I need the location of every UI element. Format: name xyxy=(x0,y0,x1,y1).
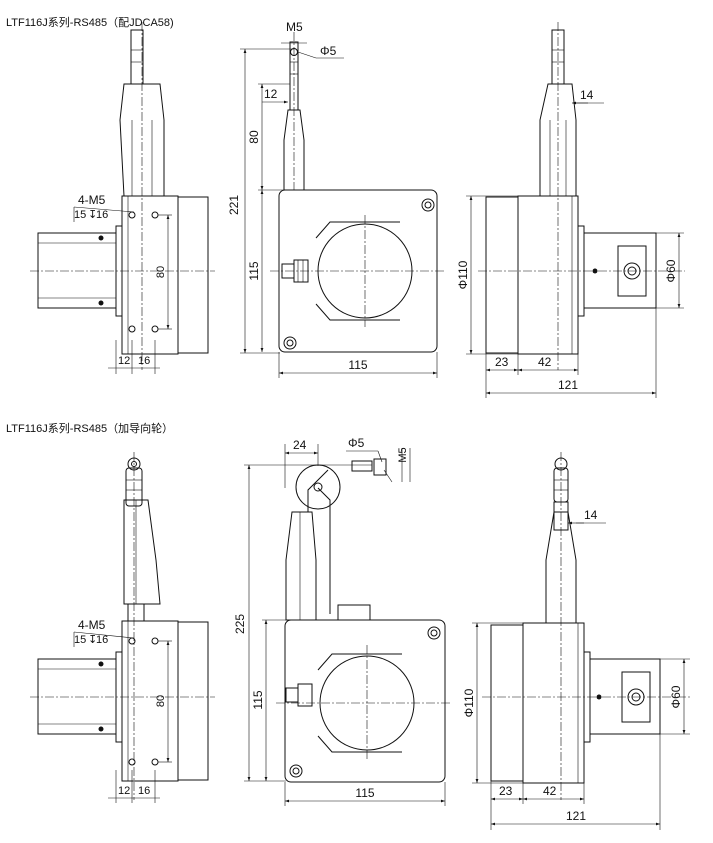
dim-121: 121 xyxy=(566,809,586,823)
bottom-front-view xyxy=(276,458,452,783)
bottom-front-dimensions: 24 Φ5 M5 225 115 115 xyxy=(233,436,446,806)
housing-side xyxy=(522,622,585,784)
dim-115-vertical: 115 xyxy=(247,261,261,280)
dim-115-vertical: 115 xyxy=(251,690,265,709)
dim-phi5: Φ5 xyxy=(320,44,337,58)
drawing-title-bottom: LTF116J系列-RS485（加导向轮） xyxy=(6,423,174,435)
dim-14: 14 xyxy=(580,88,594,102)
dim-phi5: Φ5 xyxy=(348,436,365,450)
screw-hole xyxy=(128,325,136,333)
cable-tube xyxy=(123,499,161,605)
screw-hole xyxy=(151,325,159,333)
encoder-body xyxy=(37,232,117,309)
dim-12: 12 xyxy=(118,355,130,367)
dim-42: 42 xyxy=(538,355,552,369)
dim-phi110: Φ110 xyxy=(462,688,476,717)
dim-m5: M5 xyxy=(286,20,303,34)
dim-121: 121 xyxy=(558,378,578,392)
dim-23: 23 xyxy=(499,784,513,798)
dim-12: 12 xyxy=(118,785,130,797)
dim-phi60: Φ60 xyxy=(669,685,683,708)
dim-42: 42 xyxy=(543,784,557,798)
housing-side xyxy=(121,195,179,355)
dim-80: 80 xyxy=(155,695,167,707)
dim-225: 225 xyxy=(233,614,247,634)
dim-16: 16 xyxy=(138,355,150,367)
encoder-body xyxy=(37,658,117,735)
housing-side xyxy=(517,195,579,355)
dim-m5: M5 xyxy=(397,447,409,462)
svg-text:16: 16 xyxy=(96,634,108,646)
encoder-body xyxy=(583,232,657,309)
housing-cover xyxy=(177,196,209,354)
svg-text:↧: ↧ xyxy=(88,209,97,221)
guide-wheel xyxy=(295,464,341,510)
bottom-side-view-left xyxy=(30,452,215,800)
dim-16: 16 xyxy=(138,785,150,797)
housing-cover xyxy=(485,196,519,354)
svg-text:15: 15 xyxy=(74,634,86,646)
callout-depth: 15 xyxy=(74,209,86,221)
dim-80: 80 xyxy=(155,266,167,278)
screw-hole xyxy=(151,211,159,219)
cable-tube xyxy=(285,511,317,621)
bottom-left-dimensions: 4-M5 15 ↧ 16 80 12 16 xyxy=(73,618,172,803)
dim-24: 24 xyxy=(293,438,307,452)
top-front-view xyxy=(270,32,445,353)
bottom-side-view-right xyxy=(482,452,690,800)
dim-115-horizontal: 115 xyxy=(355,786,374,800)
cable-tube xyxy=(119,83,165,197)
dim-14: 14 xyxy=(584,508,598,522)
callout-4-m5: 4-M5 xyxy=(78,193,106,207)
svg-text:16: 16 xyxy=(96,209,108,221)
encoder-body xyxy=(589,658,661,735)
cable-tip xyxy=(130,29,144,85)
dim-80: 80 xyxy=(247,130,261,144)
callout-4-m5: 4-M5 xyxy=(78,618,106,632)
top-front-dimensions: M5 Φ5 221 80 115 12 115 xyxy=(227,20,438,378)
top-side-view-right xyxy=(478,22,685,370)
housing-front xyxy=(284,619,446,783)
housing-side xyxy=(121,620,179,782)
dim-221: 221 xyxy=(227,195,241,215)
dim-115-horizontal: 115 xyxy=(348,358,367,372)
top-right-dimensions: 14 Φ110 Φ60 23 42 121 xyxy=(456,88,684,398)
cable-tube xyxy=(283,109,305,191)
top-left-dimensions: 4-M5 15 ↧ 16 80 12 16 xyxy=(73,193,172,374)
dim-23: 23 xyxy=(495,355,509,369)
screw-hole xyxy=(128,211,136,219)
drawing-title-top: LTF116J系列-RS485（配JDCA58) xyxy=(6,17,174,29)
cable-tube xyxy=(539,83,577,197)
dim-12: 12 xyxy=(264,87,278,101)
top-side-view-left xyxy=(30,22,215,370)
dim-phi110: Φ110 xyxy=(456,260,470,289)
bottom-right-dimensions: 14 Φ110 Φ60 23 42 121 xyxy=(462,508,690,830)
svg-text:↧: ↧ xyxy=(88,634,97,646)
dim-phi60: Φ60 xyxy=(664,259,678,282)
